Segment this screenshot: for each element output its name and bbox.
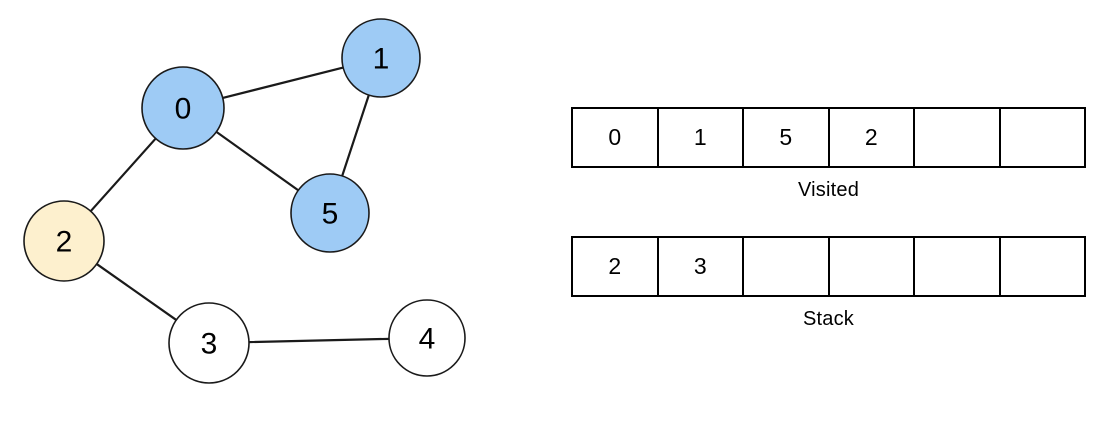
graph-node-2[interactable]: 2	[23, 200, 105, 282]
graph-edge-2-3	[94, 262, 179, 322]
graph-node-circle-0[interactable]	[141, 66, 225, 150]
graph-node-4[interactable]: 4	[388, 299, 466, 377]
graph-node-circle-2[interactable]	[23, 200, 105, 282]
graph-node-circle-1[interactable]	[341, 18, 421, 98]
visited-cell-0[interactable]: 0	[573, 109, 659, 166]
visited-cell-3[interactable]: 2	[829, 109, 915, 166]
graph-node-0[interactable]: 0	[141, 66, 225, 150]
graph-node-circle-4[interactable]	[388, 299, 466, 377]
graph-node-label-4: 4	[419, 323, 436, 356]
graph-node-3[interactable]: 3	[168, 302, 250, 384]
graph-node-1[interactable]: 1	[341, 18, 421, 98]
graph-edge-3-4	[246, 337, 392, 344]
graph-canvas: 0 1 5 2 3 4	[23, 18, 466, 384]
graph-edges	[88, 66, 392, 344]
stack-cell-0[interactable]: 2	[573, 238, 659, 295]
graph-edge-0-2	[88, 136, 158, 214]
stack-cell-3[interactable]	[829, 238, 915, 295]
graph-node-5[interactable]: 5	[290, 173, 370, 253]
visited-cell-1[interactable]: 1	[658, 109, 744, 166]
graph-panel: 0 1 5 2 3 4	[0, 0, 520, 442]
stack-cell-5[interactable]	[1000, 238, 1084, 295]
graph-node-circle-3[interactable]	[168, 302, 250, 384]
visited-array-caption: Visited	[797, 179, 860, 201]
graph-node-label-2: 2	[56, 226, 73, 259]
graph-edge-0-5	[214, 130, 301, 193]
graph-edge-0-1	[220, 66, 346, 100]
stack-cell-1[interactable]: 3	[658, 238, 744, 295]
stack-cell-4[interactable]	[915, 238, 1001, 295]
graph-node-label-1: 1	[373, 43, 390, 76]
graph-node-label-3: 3	[201, 328, 218, 361]
graph-nodes: 0 1 5 2 3 4	[23, 18, 466, 384]
stack-cell-2[interactable]	[744, 238, 830, 295]
visited-cell-5[interactable]	[1000, 109, 1084, 166]
visited-cell-2[interactable]: 5	[744, 109, 830, 166]
visited-cell-4[interactable]	[915, 109, 1001, 166]
stack-array-caption: Stack	[802, 308, 855, 330]
graph-edge-1-5	[340, 92, 371, 179]
graph-node-circle-5[interactable]	[290, 173, 370, 253]
graph-node-label-0: 0	[175, 93, 192, 126]
graph-node-label-5: 5	[322, 198, 339, 231]
